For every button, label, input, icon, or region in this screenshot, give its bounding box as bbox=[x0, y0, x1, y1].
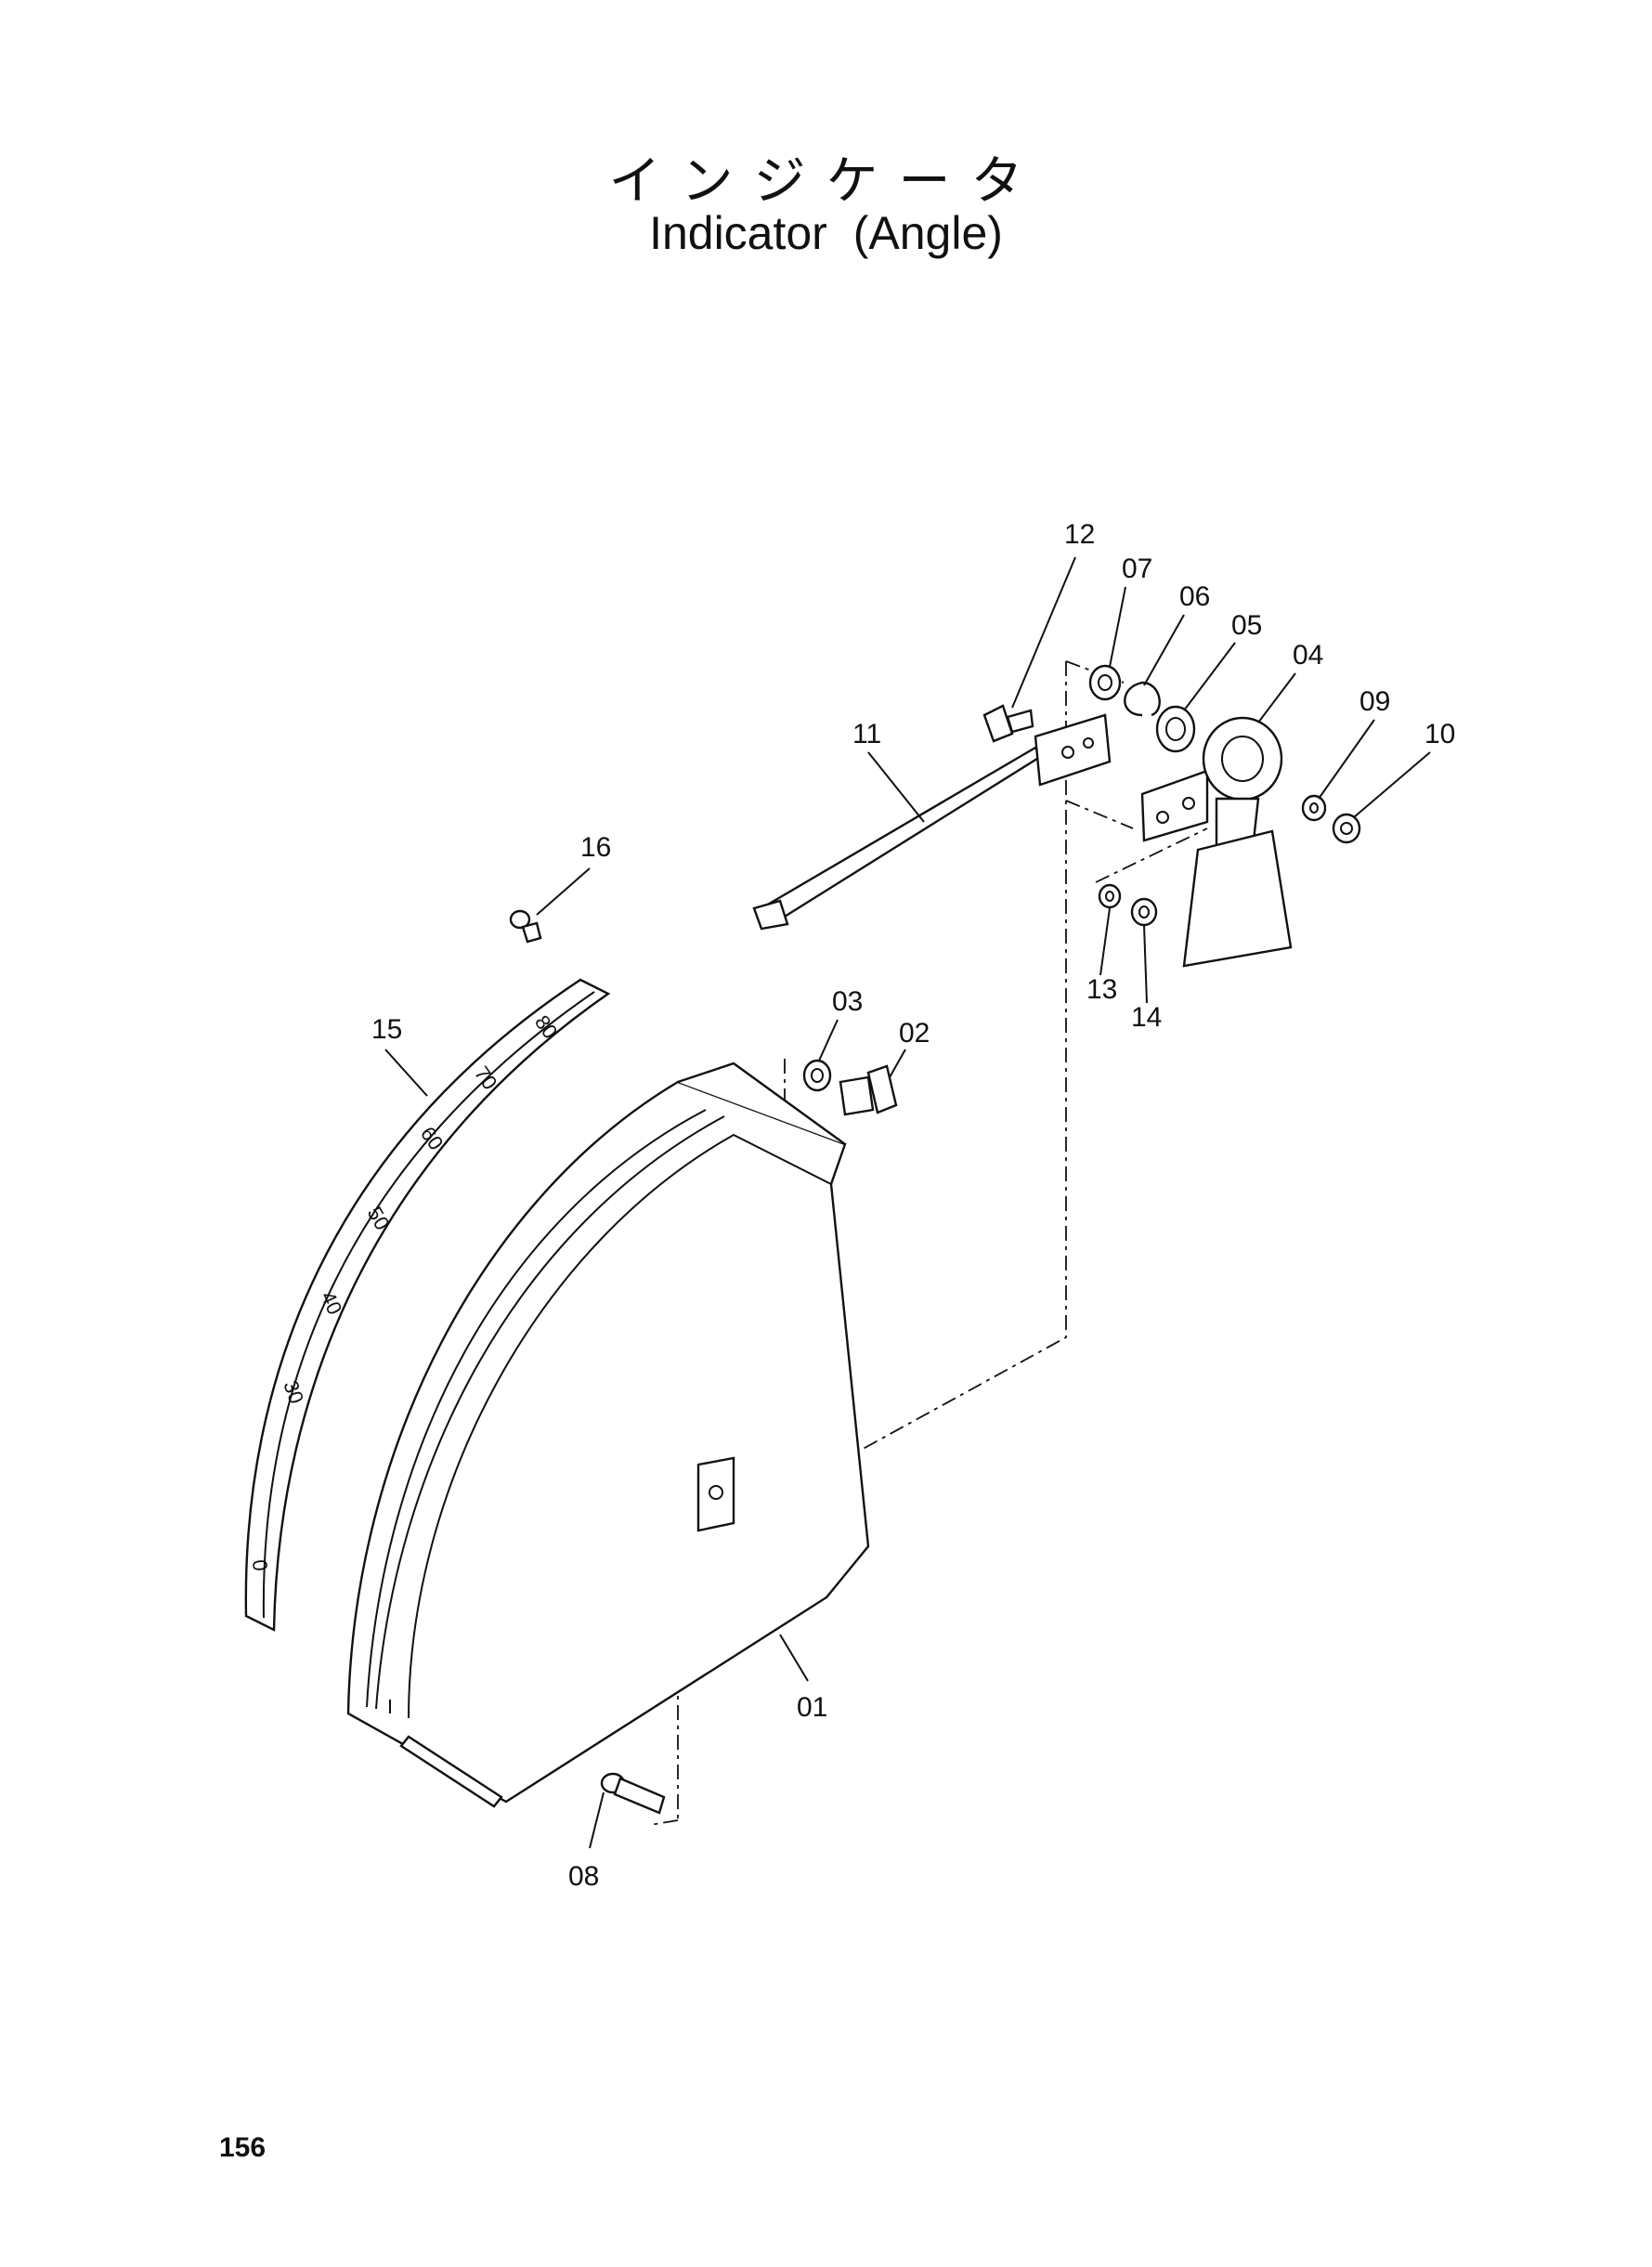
callout-14: 14 bbox=[1131, 1002, 1162, 1033]
callout-07: 07 bbox=[1122, 554, 1152, 584]
callout-01: 01 bbox=[797, 1692, 827, 1723]
part-02-bolt bbox=[839, 1064, 898, 1116]
callout-09: 09 bbox=[1359, 686, 1390, 717]
callout-08: 08 bbox=[568, 1861, 599, 1892]
callout-02: 02 bbox=[899, 1018, 930, 1049]
callout-labels: 12 07 06 05 04 09 10 11 16 13 14 03 02 1… bbox=[371, 519, 1455, 1892]
part-05-bearing bbox=[1155, 705, 1196, 753]
callout-11: 11 bbox=[852, 719, 881, 749]
part-11-pointer bbox=[752, 713, 1112, 931]
leader-lines bbox=[384, 556, 1431, 1849]
part-07-collar bbox=[1088, 664, 1122, 701]
callout-10: 10 bbox=[1424, 719, 1455, 749]
part-08-stud bbox=[600, 1772, 666, 1815]
part-04-counterweight bbox=[1140, 716, 1293, 968]
page-title-english: Indicator (Angle) bbox=[649, 207, 1003, 259]
callout-13: 13 bbox=[1086, 974, 1117, 1005]
callout-06: 06 bbox=[1179, 581, 1210, 612]
part-09-washer bbox=[1301, 794, 1327, 822]
part-03-washer bbox=[802, 1059, 832, 1092]
part-14-nut bbox=[1130, 897, 1158, 927]
callout-04: 04 bbox=[1293, 640, 1323, 671]
part-16-screw bbox=[509, 909, 542, 944]
scale-label-0: 0 bbox=[248, 1558, 272, 1571]
part-10-nut bbox=[1332, 813, 1361, 844]
page-number: 156 bbox=[219, 2132, 267, 2163]
callout-16: 16 bbox=[580, 832, 611, 863]
part-06-snap-ring bbox=[1124, 681, 1161, 717]
part-13-washer bbox=[1098, 883, 1122, 909]
callout-05: 05 bbox=[1231, 610, 1262, 641]
callout-15: 15 bbox=[371, 1014, 402, 1045]
callout-03: 03 bbox=[832, 986, 863, 1017]
part-12-bolt bbox=[982, 704, 1034, 743]
page-title-japanese: インジケータ bbox=[608, 151, 1044, 212]
part-15-scale-plate bbox=[244, 978, 611, 1632]
callout-12: 12 bbox=[1064, 519, 1095, 550]
part-01-housing bbox=[346, 1062, 870, 1808]
